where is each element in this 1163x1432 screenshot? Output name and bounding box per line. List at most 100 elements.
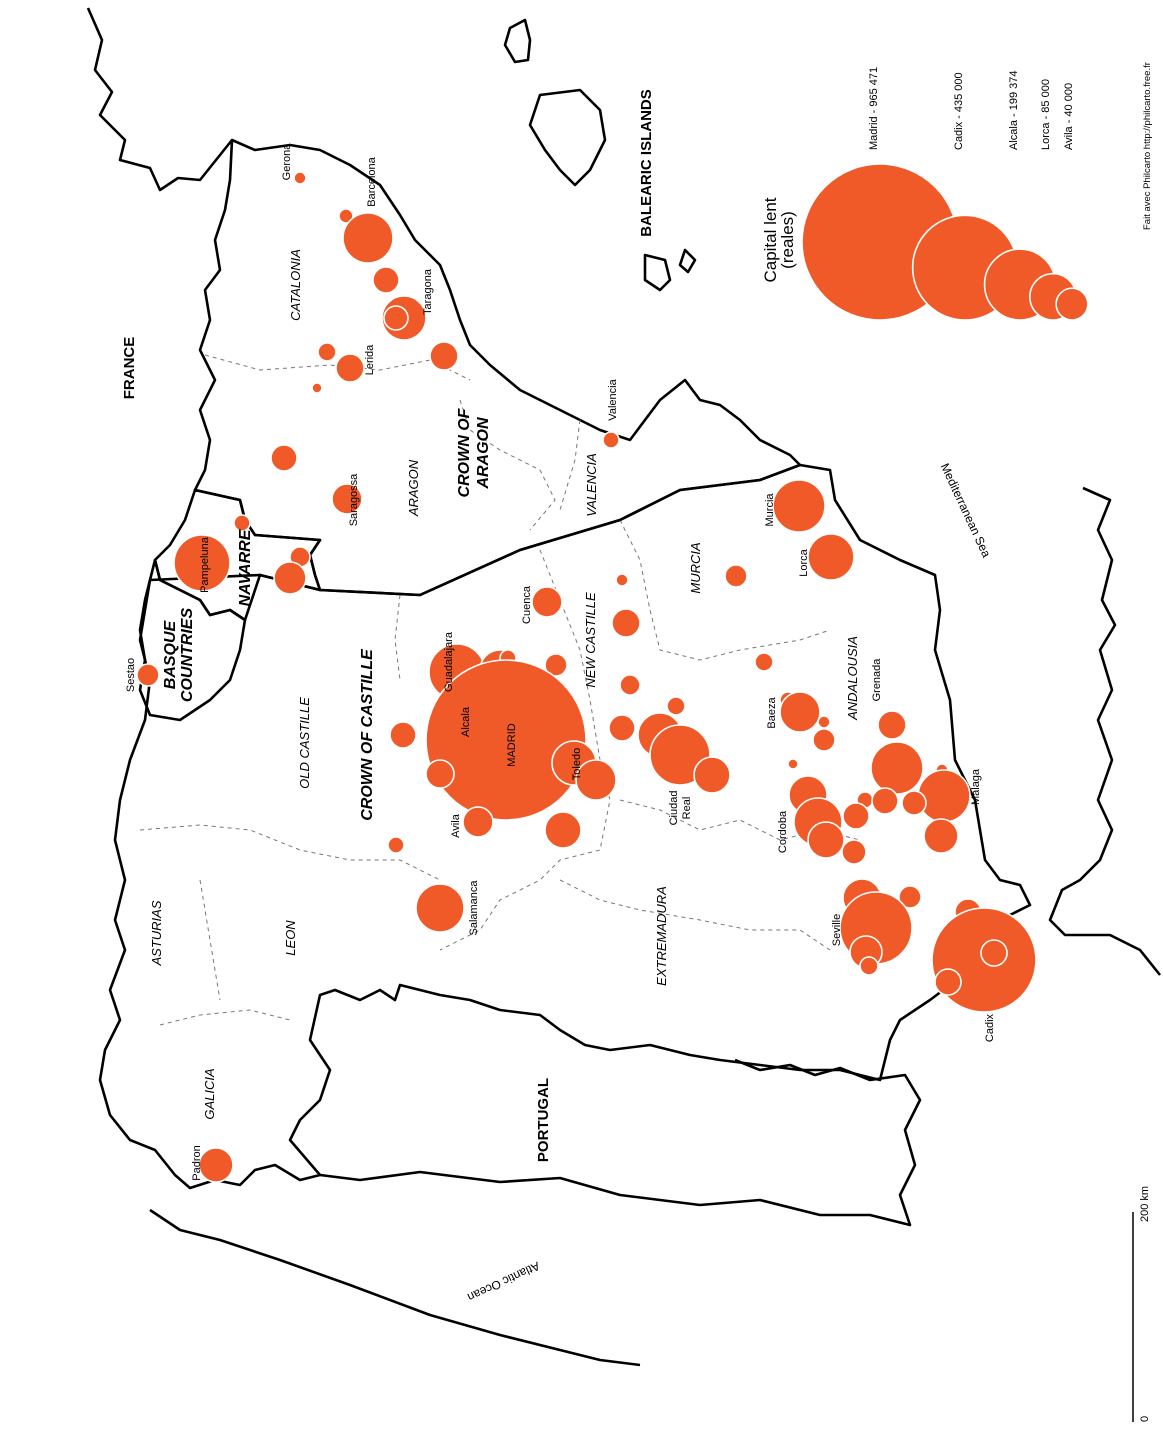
- city-label-seville: Seville: [831, 914, 843, 946]
- region-label-valencia: VALENCIA: [584, 453, 599, 517]
- legend-item-label: Alcala - 199 374: [1008, 71, 1020, 151]
- region-label-catalonia: CATALONIA: [288, 249, 303, 321]
- city-bubble: [173, 534, 231, 592]
- city-bubble: [807, 533, 855, 581]
- crown-label-castille: CROWN OF CASTILLE: [359, 648, 376, 821]
- region-navarre: [153, 488, 322, 622]
- city-label-lerida: Lerida: [364, 344, 376, 375]
- region-aragon-crown: [193, 138, 802, 597]
- city-label-salamanca: Salamanca: [468, 880, 480, 936]
- city-label-pampeluna: Pampeluna: [199, 536, 211, 593]
- island-formentera: [678, 248, 697, 274]
- city-label-malaga: Malaga: [970, 768, 982, 805]
- crown-border: [319, 464, 801, 596]
- city-bubble: [980, 939, 1008, 967]
- city-label-ciudad-real-line1: Ciudad: [668, 791, 680, 826]
- city-label-ciudad-real-line2: Real: [681, 797, 693, 820]
- region-castille: [98, 463, 1032, 1190]
- city-bubble: [724, 564, 748, 588]
- region-label-basque-line2: COUNTRIES: [179, 608, 196, 703]
- legend-bubble: [1055, 287, 1089, 321]
- region-label-old-castile: OLD CASTILLE: [297, 697, 312, 789]
- region-label-navarre: NAVARRE: [237, 528, 254, 606]
- city-label-avila: Avila: [450, 813, 462, 838]
- city-bubble: [917, 769, 971, 823]
- city-bubble: [389, 721, 417, 749]
- city-bubble: [870, 741, 924, 795]
- island-ibiza: [643, 253, 672, 292]
- city-bubble: [198, 1147, 234, 1183]
- city-label-sestao: Sestao: [125, 658, 137, 692]
- portugal-coast: [319, 1058, 922, 1227]
- city-bubble: [779, 691, 821, 733]
- region-label-extremadura: EXTREMADURA: [654, 886, 669, 986]
- city-bubble: [693, 756, 731, 794]
- legend-item-label: Cadix - 435 000: [953, 72, 965, 150]
- legend-item-label: Lorca - 85 000: [1040, 79, 1052, 150]
- scale-label-distance: 200 km: [1139, 1186, 1151, 1222]
- city-bubble: [270, 444, 298, 472]
- city-bubble: [415, 883, 465, 933]
- city-label-saragossa: Saragossa: [348, 473, 360, 526]
- scale-label-zero: 0: [1139, 1416, 1151, 1422]
- city-bubble: [871, 787, 899, 815]
- country-label-france: FRANCE: [121, 337, 138, 400]
- city-bubble: [615, 573, 629, 587]
- city-label-murcia: Murcia: [764, 493, 776, 527]
- city-label-gerona: Gerona: [281, 143, 293, 181]
- city-bubble: [342, 212, 394, 264]
- city-bubble: [898, 885, 922, 909]
- city-bubble: [544, 811, 582, 849]
- city-bubble: [383, 305, 409, 331]
- city-bubble: [608, 714, 636, 742]
- city-bubble: [311, 382, 323, 394]
- city-bubble: [772, 479, 826, 533]
- region-label-leon: LEON: [283, 920, 298, 956]
- region-label-basque-line1: BASQUE: [162, 619, 179, 689]
- legend-item-label: Madrid - 965 471: [868, 67, 880, 150]
- city-label-barcelona: Barcelona: [366, 156, 378, 206]
- city-label-valencia: Valencia: [607, 378, 619, 420]
- city-label-guadalajara: Guadalajara: [443, 631, 455, 692]
- city-bubble: [602, 431, 620, 449]
- city-bubble: [619, 674, 641, 696]
- city-bubble: [611, 608, 641, 638]
- city-label-alcala: Alcala: [460, 706, 472, 737]
- region-label-aragon: ARAGON: [406, 459, 421, 517]
- island-mallorca: [528, 88, 607, 187]
- legend-item-label: Avila - 40 000: [1063, 83, 1075, 150]
- city-label-madrid: MADRID: [506, 723, 518, 766]
- city-bubble: [934, 968, 962, 996]
- city-bubble: [233, 514, 251, 532]
- city-bubble: [923, 818, 959, 854]
- city-label-cuenca: Cuenca: [521, 585, 533, 624]
- city-bubble: [387, 836, 405, 854]
- legend-title-line2: (reales): [778, 211, 797, 269]
- city-bubble: [462, 806, 494, 838]
- city-bubble: [372, 266, 400, 294]
- city-bubble: [136, 663, 160, 687]
- city-label-toledo: Toledo: [571, 748, 583, 780]
- north-africa-coast: [1048, 486, 1162, 976]
- city-bubble: [317, 342, 337, 362]
- city-bubble: [807, 821, 845, 859]
- city-bubble: [817, 715, 831, 729]
- france-border: [86, 7, 234, 192]
- city-bubble: [575, 759, 617, 801]
- city-bubble: [901, 790, 927, 816]
- city-bubble: [859, 956, 879, 976]
- city-label-cadix: Cadix: [984, 1013, 996, 1042]
- city-bubble: [842, 802, 870, 830]
- city-bubble: [425, 759, 455, 789]
- country-label-portugal: PORTUGAL: [535, 1078, 552, 1162]
- city-label-cordoba: Cordoba: [777, 810, 789, 853]
- city-label-taragona: Taragona: [422, 268, 434, 315]
- island-menorca: [503, 18, 532, 64]
- city-bubble: [877, 710, 907, 740]
- legend-title-line1: Capital lent: [761, 197, 780, 282]
- city-bubble: [429, 341, 459, 371]
- region-label-new-castile: NEW CASTILLE: [583, 592, 598, 688]
- islands-label-balearic: BALEARIC ISLANDS: [638, 89, 655, 237]
- city-bubble: [273, 561, 307, 595]
